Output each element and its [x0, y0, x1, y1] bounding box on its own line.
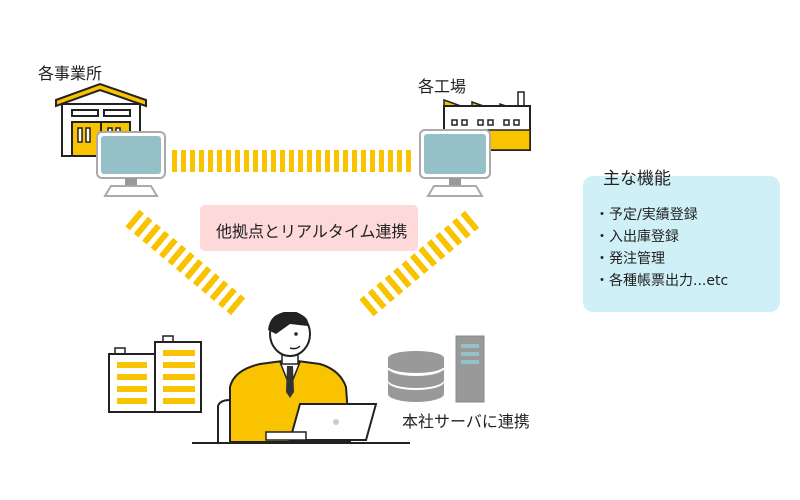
features-list: 予定/実績登録 入出庫登録 発注管理 各種帳票出力...etc	[595, 204, 728, 292]
feature-item: 予定/実績登録	[595, 204, 728, 226]
server-sync-label: 本社サーバに連携	[402, 412, 530, 431]
features-title: 主な機能	[603, 169, 671, 189]
realtime-sync-callout: 他拠点とリアルタイム連携	[200, 205, 418, 251]
features-panel: 予定/実績登録 入出庫登録 発注管理 各種帳票出力...etc	[583, 176, 780, 312]
realtime-sync-label: 他拠点とリアルタイム連携	[216, 222, 408, 241]
computer-monitor-icon	[419, 129, 491, 197]
connection-band-horizontal	[172, 150, 412, 172]
computer-monitor-icon	[96, 131, 166, 197]
headquarters-building-icon	[108, 335, 202, 413]
feature-item: 発注管理	[595, 248, 728, 270]
server-database-icon	[388, 335, 485, 403]
person-with-laptop-illustration	[192, 312, 410, 444]
office-label: 各事業所	[38, 64, 103, 83]
feature-item: 各種帳票出力...etc	[595, 270, 728, 292]
feature-item: 入出庫登録	[595, 226, 728, 248]
factory-label: 各工場	[418, 77, 467, 96]
